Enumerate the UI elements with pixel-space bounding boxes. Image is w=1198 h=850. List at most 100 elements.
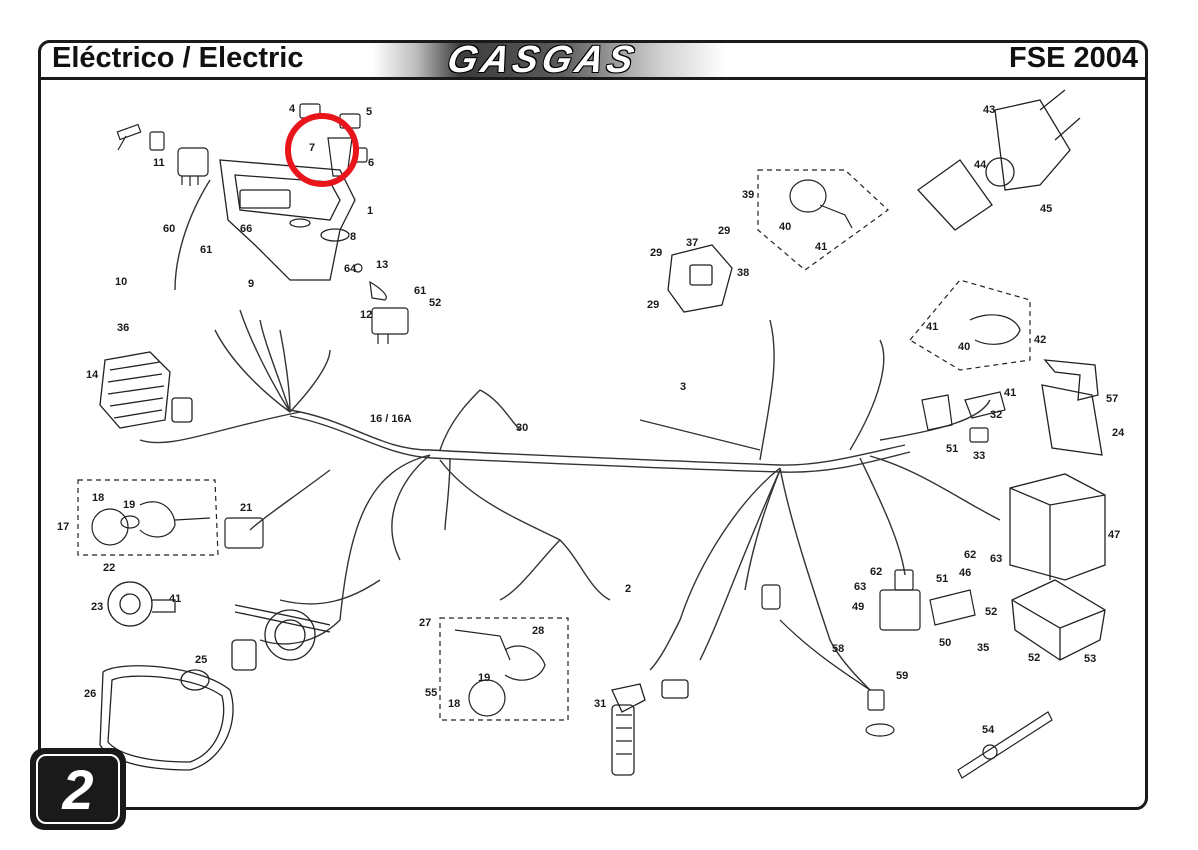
taillight-17 <box>77 479 264 556</box>
part-callout: 6 <box>368 157 374 169</box>
part-callout: 42 <box>1034 334 1046 346</box>
part-callout: 40 <box>779 221 791 233</box>
turn-signal-55 <box>439 617 569 721</box>
battery-pad-24 <box>1041 359 1103 456</box>
part-callout: 29 <box>650 247 662 259</box>
switch-32 <box>921 391 1006 443</box>
part-callout: 13 <box>376 259 388 271</box>
part-callout: 55 <box>425 687 437 699</box>
part-callout: 62 <box>964 549 976 561</box>
part-callout: 40 <box>958 341 970 353</box>
part-callout: 60 <box>163 223 175 235</box>
part-callout: 44 <box>974 159 987 171</box>
part-callout: 14 <box>86 369 99 381</box>
part-callout: 21 <box>240 502 252 514</box>
part-callout: 39 <box>742 189 754 201</box>
battery-box-53 <box>1011 579 1106 661</box>
part-callout: 32 <box>990 409 1002 421</box>
part-callout: 58 <box>832 643 844 655</box>
part-callout: 23 <box>91 601 103 613</box>
highlight-circle <box>285 113 359 187</box>
main-harness <box>139 179 1001 691</box>
part-callout: 33 <box>973 450 985 462</box>
regulator-14 <box>99 351 193 429</box>
part-callout: 12 <box>360 309 372 321</box>
sensor-58 <box>761 584 895 737</box>
headlight-26 <box>99 604 331 771</box>
part-callout: 27 <box>419 617 431 629</box>
part-callout-highlighted: 7 <box>309 142 315 154</box>
part-callout: 43 <box>983 104 995 116</box>
part-callout: 62 <box>870 566 882 578</box>
part-callout: 63 <box>854 581 866 593</box>
horn-23 <box>107 581 176 627</box>
part-callout: 38 <box>737 267 749 279</box>
part-callout: 54 <box>982 724 995 736</box>
part-callout: 19 <box>478 672 490 684</box>
part-callout: 36 <box>117 322 129 334</box>
bracket-13 <box>353 263 387 301</box>
part-callout: 45 <box>1040 203 1052 215</box>
part-callout: 41 <box>815 241 827 253</box>
part-callout: 51 <box>936 573 948 585</box>
instrument-cluster <box>219 159 356 281</box>
part-callout: 26 <box>84 688 96 700</box>
part-callout: 41 <box>1004 387 1016 399</box>
part-callout: 59 <box>896 670 908 682</box>
part-callout: 16 / 16A <box>370 413 412 425</box>
page-number: 2 <box>62 757 94 821</box>
part-callout: 19 <box>123 499 135 511</box>
part-callout: 3 <box>680 381 686 393</box>
part-callout: 24 <box>1112 427 1125 439</box>
relay-12 <box>371 307 409 344</box>
diagram-frame <box>38 40 1148 810</box>
taillight-45 <box>917 89 1081 231</box>
part-callout: 61 <box>200 244 212 256</box>
strap-54 <box>957 711 1053 779</box>
part-callout: 4 <box>289 103 296 115</box>
part-callout: 31 <box>594 698 606 710</box>
part-callout: 5 <box>366 106 372 118</box>
part-callout: 57 <box>1106 393 1118 405</box>
front-turn-signal-39 <box>757 169 889 271</box>
part-callout: 53 <box>1084 653 1096 665</box>
part-callout: 49 <box>852 601 864 613</box>
part-callout: 29 <box>718 225 730 237</box>
part-callout: 46 <box>959 567 971 579</box>
ignition-switch <box>116 123 209 186</box>
part-callout: 66 <box>240 223 252 235</box>
part-callout: 52 <box>985 606 997 618</box>
part-callout: 11 <box>153 157 165 169</box>
page-number-tab: 2 <box>30 748 126 830</box>
part-callout: 50 <box>939 637 951 649</box>
part-callout: 17 <box>57 521 69 533</box>
part-callout: 2 <box>625 583 631 595</box>
part-callout: 8 <box>350 231 356 243</box>
part-callout: 25 <box>195 654 207 666</box>
part-callout: 52 <box>1028 652 1040 664</box>
part-callout: 35 <box>977 642 989 654</box>
part-callout: 30 <box>516 422 528 434</box>
part-callout: 51 <box>946 443 958 455</box>
header-band <box>38 40 1148 80</box>
cdi-37 <box>667 244 733 313</box>
model-label: FSE 2004 <box>1009 42 1138 74</box>
ignition-coil-31 <box>611 679 689 776</box>
part-callout: 22 <box>103 562 115 574</box>
battery-47 <box>1009 473 1106 581</box>
part-callout: 41 <box>926 321 938 333</box>
part-callout: 1 <box>367 205 373 217</box>
part-callout: 10 <box>115 276 127 288</box>
part-callout: 63 <box>990 553 1002 565</box>
part-callout: 28 <box>532 625 544 637</box>
part-callout: 52 <box>429 297 441 309</box>
part-callout: 9 <box>248 278 254 290</box>
starter-relay-49 <box>879 569 976 631</box>
part-callout: 29 <box>647 299 659 311</box>
part-callout: 18 <box>92 492 104 504</box>
part-callout: 37 <box>686 237 698 249</box>
page-title: Eléctrico / Electric <box>52 42 304 74</box>
rear-turn-signal-42 <box>909 279 1031 371</box>
part-callout: 41 <box>169 593 181 605</box>
